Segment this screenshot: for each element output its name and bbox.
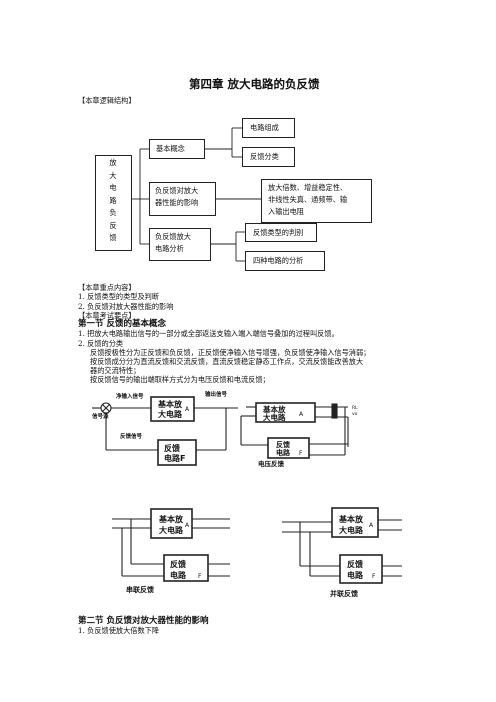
- signal-source-label: 信号源: [92, 412, 109, 420]
- fb-label: 反馈: [170, 559, 186, 569]
- section1-paragraph: 反馈按极性分为正反馈和负反馈，正反馈使净输入信号增强，负反馈使净输入信号消弱；: [90, 348, 371, 357]
- amp-label: 基本放: [262, 404, 286, 414]
- fb-label: 反馈: [164, 443, 180, 453]
- amp-label: 大电路: [339, 525, 364, 535]
- section1-item1: 1. 把放大电路输出信号的一部分或全部返送支输入端入端信号叠加的过程叫反馈。: [78, 329, 339, 338]
- root-char: 反: [109, 220, 117, 230]
- node-label: 放大倍数、增益稳定性、: [268, 183, 348, 192]
- node-label: 器性能的影响: [155, 198, 199, 207]
- rl-label: RL: [352, 405, 358, 411]
- node-label: 负反馈放大: [155, 232, 191, 241]
- vo-label: vo: [352, 412, 358, 417]
- root-char: 电: [109, 183, 117, 192]
- fb-suffix: F: [372, 573, 376, 580]
- fb-suffix: F: [198, 573, 202, 580]
- node-effects: 放大倍数、增益稳定性、 非线性失真、通频带、输 入输出电阻: [261, 179, 372, 223]
- node-label: 基本概念: [156, 144, 185, 153]
- fb-label: 电路: [347, 570, 364, 580]
- voltage-feedback-caption: 电压反馈: [258, 459, 285, 468]
- amp-label: 大电路: [159, 525, 184, 535]
- node-analysis: 负反馈放大 电路分析: [149, 228, 211, 261]
- mindmap-root-box: [95, 155, 132, 251]
- output-signal-label: 输出信号: [205, 390, 228, 398]
- amp-label: 大电路: [263, 412, 286, 422]
- amp-label: 大电路: [158, 409, 183, 419]
- mindmap-root-label: 放 大 电 路 负 反 馈: [108, 157, 118, 245]
- node-circuit-composition: 电路组成: [242, 118, 295, 138]
- fb-label: 反馈: [347, 559, 363, 569]
- fb-label: 反馈: [276, 440, 290, 449]
- root-char: 大: [109, 170, 117, 180]
- net-input-label: 净输入信号: [116, 392, 144, 400]
- node-influence: 负反馈对放大 器性能的影响: [149, 182, 216, 216]
- node-label: 非线性失真、通频带、输: [268, 195, 348, 204]
- voltage-feedback-diagram: [240, 402, 349, 459]
- amp-suffix: A: [185, 406, 190, 413]
- fb-label: 电路: [276, 448, 291, 457]
- section1-paragraph: 按反馈信号的输出端取样方式分为电压反馈和电流反馈；: [90, 375, 270, 384]
- node-label: 反馈类型的判别: [253, 228, 304, 237]
- key-points-heading: 【本章重点内容】: [78, 283, 136, 292]
- section2-heading: 第二节 负反馈对放大器性能的影响: [78, 616, 209, 626]
- fb-label: 电路: [170, 570, 187, 580]
- amp-suffix: A: [369, 522, 374, 529]
- series-feedback-diagram: [112, 508, 230, 582]
- node-basic-concept: 基本概念: [149, 139, 205, 159]
- logic-heading: 【本章逻辑结构】: [78, 96, 136, 105]
- feedback-signal-label: 反馈信号: [120, 432, 143, 440]
- amp-label: 基本放: [158, 514, 184, 524]
- exam-points-heading: 【本章考试要点】: [78, 311, 136, 320]
- node-label: 电路分析: [155, 244, 184, 253]
- amp-label: 基本放: [338, 514, 364, 524]
- node-label: 反馈分类: [250, 152, 279, 161]
- node-label: 负反馈对放大: [155, 186, 199, 195]
- section1-paragraph: 器的交流特性；: [90, 366, 141, 375]
- series-feedback-caption: 串联反馈: [126, 585, 154, 594]
- fb-suffix: F: [299, 450, 303, 457]
- fb-label: 电路F: [164, 453, 185, 463]
- node-feedback-types: 反馈分类: [242, 147, 295, 167]
- block-diagram: [92, 396, 238, 466]
- node-label: 电路组成: [250, 123, 279, 132]
- page-title: 第四章 放大电路的负反馈: [189, 77, 320, 91]
- key-point-item: 1. 反馈类型的类型及判断: [78, 292, 160, 301]
- section1-item2: 2. 反馈的分类: [78, 339, 124, 348]
- root-char: 馈: [109, 233, 117, 242]
- section2-item1: 1. 负反馈使放大倍数下降: [78, 626, 160, 635]
- node-four-circuits: 四种电路的分析: [245, 251, 325, 271]
- amp-suffix: A: [299, 411, 304, 418]
- root-char: 负: [109, 208, 117, 217]
- parallel-feedback-caption: 并联反馈: [330, 589, 358, 598]
- node-label: 入输出电阻: [268, 207, 304, 216]
- section1-paragraph: 按反馈成分分为直流反馈和交流反馈，直流反馈稳定静态工作点，交流反馈能改善放大: [90, 357, 364, 366]
- amp-label: 基本放: [157, 399, 183, 409]
- node-label: 四种电路的分析: [253, 256, 304, 265]
- root-char: 放: [109, 158, 117, 167]
- parallel-feedback-diagram: [282, 507, 402, 584]
- section1-heading: 第一节 反馈的基本概念: [78, 319, 166, 329]
- root-char: 路: [109, 195, 117, 205]
- node-type-judgment: 反馈类型的判别: [245, 223, 317, 242]
- key-point-item: 2. 负反馈对放大器性能的影响: [78, 302, 174, 311]
- amp-suffix: A: [185, 522, 190, 529]
